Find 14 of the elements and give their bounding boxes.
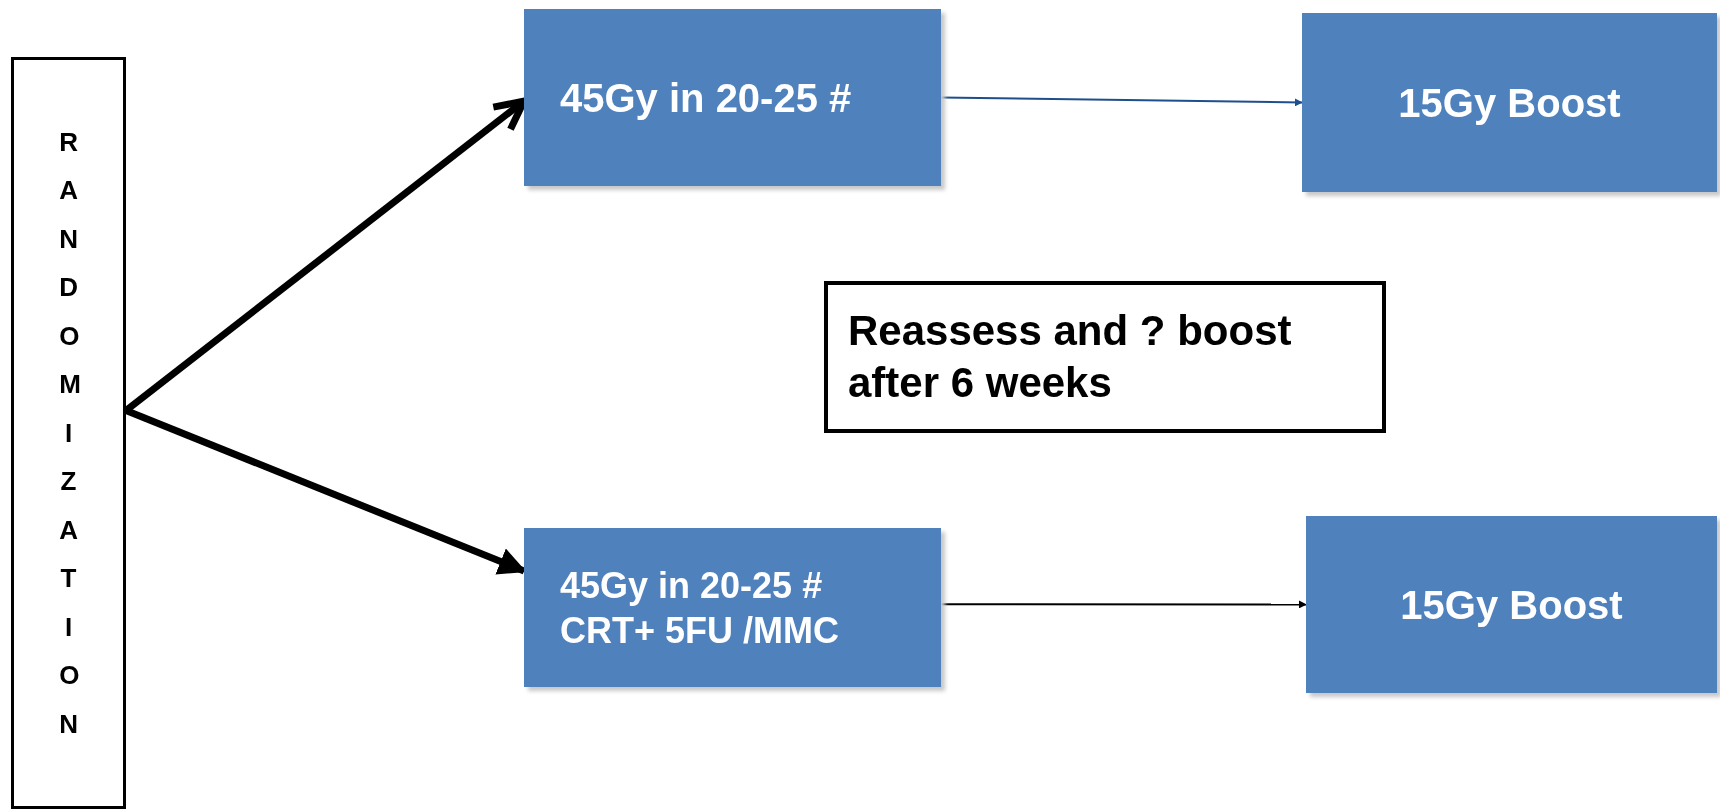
node-label: 15Gy Boost — [1398, 79, 1621, 127]
treatment-box — [524, 9, 941, 186]
boost-box — [1302, 13, 1717, 192]
node-label: Reassess and ? boost after 6 weeks — [848, 305, 1293, 408]
node-label: 45Gy in 20-25 # — [560, 74, 852, 122]
boost-box — [1306, 516, 1717, 693]
arrow — [940, 96, 1303, 107]
node-label: 45Gy in 20-25 # CRT+ 5FU /MMC — [560, 563, 840, 653]
treatment-box — [524, 528, 941, 687]
reassess-box — [824, 281, 1386, 433]
randomization-box — [11, 57, 126, 809]
arrow — [940, 600, 1307, 609]
node-label: 15Gy Boost — [1400, 581, 1623, 629]
vertical-label: RANDOMIZATION — [59, 125, 78, 741]
